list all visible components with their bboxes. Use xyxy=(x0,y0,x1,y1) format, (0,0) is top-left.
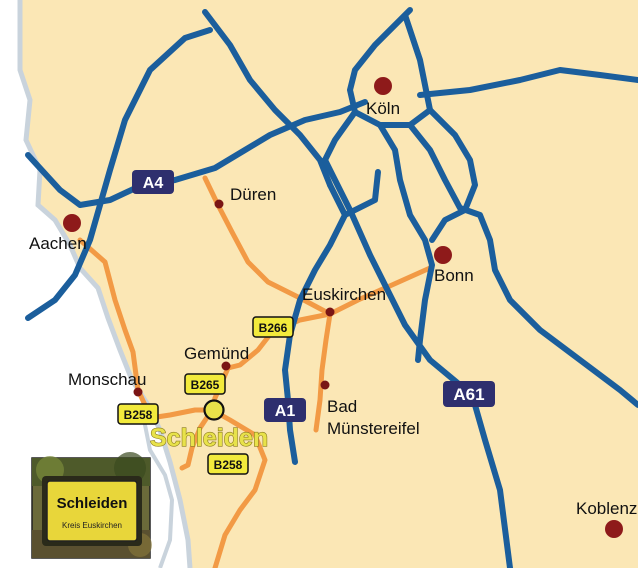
shield-b258-south-label: B258 xyxy=(214,458,243,472)
city-label-dueren: Düren xyxy=(230,185,276,204)
town-sign-title: Schleiden xyxy=(57,495,128,512)
city-label-bad: Bad xyxy=(327,397,357,416)
city-marker-aachen xyxy=(63,214,81,232)
city-marker-gemuend xyxy=(221,361,231,371)
autobahn-a61 xyxy=(322,157,513,568)
neighbouring-country-region xyxy=(0,0,190,568)
city-marker-schleiden xyxy=(203,399,225,421)
city-label-euskirchen: Euskirchen xyxy=(302,285,386,304)
city-marker-bad-muenstereifel xyxy=(320,380,330,390)
city-label-aachen: Aachen xyxy=(29,234,87,253)
shield-b258-south: B258 xyxy=(207,453,249,475)
city-marker-dueren xyxy=(214,199,224,209)
city-marker-koblenz xyxy=(605,520,623,538)
autobahn-koeln-south-2 xyxy=(407,122,638,408)
road-schleiden-south xyxy=(179,407,215,471)
road-b258-south xyxy=(209,407,268,568)
border-line-lower xyxy=(140,409,175,568)
shield-b266-label: B266 xyxy=(259,321,288,335)
city-label-monschau: Monschau xyxy=(68,370,146,389)
shield-b265-label: B265 xyxy=(191,378,220,392)
road-b266 xyxy=(225,311,333,371)
town-sign-subtitle: Kreis Euskirchen xyxy=(62,521,122,530)
shield-b258-west: B258 xyxy=(117,403,159,425)
city-marker-monschau xyxy=(133,387,143,397)
city-label-muenstereifel: Münstereifel xyxy=(327,419,420,438)
autobahn-koeln-east xyxy=(417,67,638,98)
shield-a1: A1 xyxy=(264,398,306,422)
autobahn-koeln-south-1 xyxy=(377,122,435,363)
road-euskirchen-bonn xyxy=(327,265,433,317)
autobahn-koeln-southeast xyxy=(427,107,478,243)
shield-b266: B266 xyxy=(252,316,294,338)
city-label-schleiden: Schleiden xyxy=(150,424,268,452)
city-label-koeln: Köln xyxy=(366,99,400,118)
town-sign-photo: Schleiden Kreis Euskirchen xyxy=(31,452,152,559)
shield-a4: A4 xyxy=(132,170,174,194)
shield-a4-label: A4 xyxy=(143,175,164,192)
shield-a61-label: A61 xyxy=(453,385,484,404)
city-marker-koeln xyxy=(374,77,392,95)
autobahn-a4 xyxy=(25,99,368,208)
road-muenstereifel xyxy=(313,311,333,433)
city-label-gemuend: Gemünd xyxy=(184,344,249,363)
city-marker-euskirchen xyxy=(325,307,335,317)
shield-b265: B265 xyxy=(184,373,226,395)
city-marker-bonn xyxy=(434,246,452,264)
autobahn-koeln-west xyxy=(322,109,358,163)
autobahn-aachen-west xyxy=(25,27,213,321)
city-label-bonn: Bonn xyxy=(434,266,474,285)
shield-a1-label: A1 xyxy=(275,403,296,420)
autobahn-network xyxy=(25,7,638,568)
shield-a61: A61 xyxy=(443,381,495,407)
city-label-koblenz: Koblenz xyxy=(576,499,637,518)
autobahn-aachen-north xyxy=(202,9,333,188)
national-border-line xyxy=(17,0,193,568)
shield-b258-west-label: B258 xyxy=(124,408,153,422)
